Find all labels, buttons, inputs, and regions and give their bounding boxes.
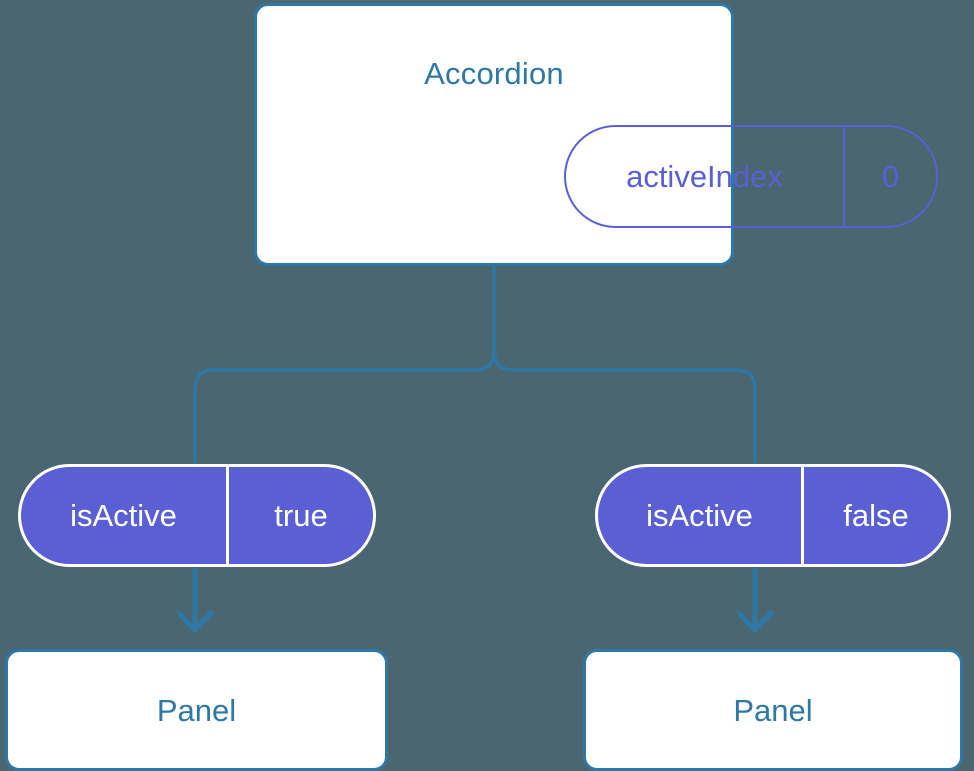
- state-pill-key: activeIndex: [566, 127, 845, 226]
- state-pill-activeindex[interactable]: activeIndex 0: [564, 125, 938, 228]
- connector-branch-left: [193, 347, 496, 464]
- component-card-panel-right[interactable]: Panel: [583, 649, 963, 771]
- arrow-down-right: [736, 567, 774, 633]
- component-title-accordion: Accordion: [424, 56, 564, 91]
- state-pill-value: 0: [881, 159, 900, 194]
- component-card-panel-left[interactable]: Panel: [5, 649, 388, 771]
- prop-pill-isactive-false[interactable]: isActive false: [595, 464, 951, 567]
- prop-pill-value: true: [274, 498, 328, 533]
- component-title-panel: Panel: [733, 692, 813, 728]
- prop-pill-isactive-true[interactable]: isActive true: [18, 464, 376, 567]
- prop-pill-key: isActive: [598, 467, 804, 564]
- component-card-accordion[interactable]: Accordion activeIndex 0: [254, 3, 938, 266]
- component-title-panel: Panel: [156, 692, 237, 728]
- prop-pill-value: false: [843, 498, 909, 533]
- prop-pill-key: isActive: [21, 467, 229, 564]
- connector-branch-right: [492, 347, 757, 464]
- arrow-down-left: [176, 567, 214, 633]
